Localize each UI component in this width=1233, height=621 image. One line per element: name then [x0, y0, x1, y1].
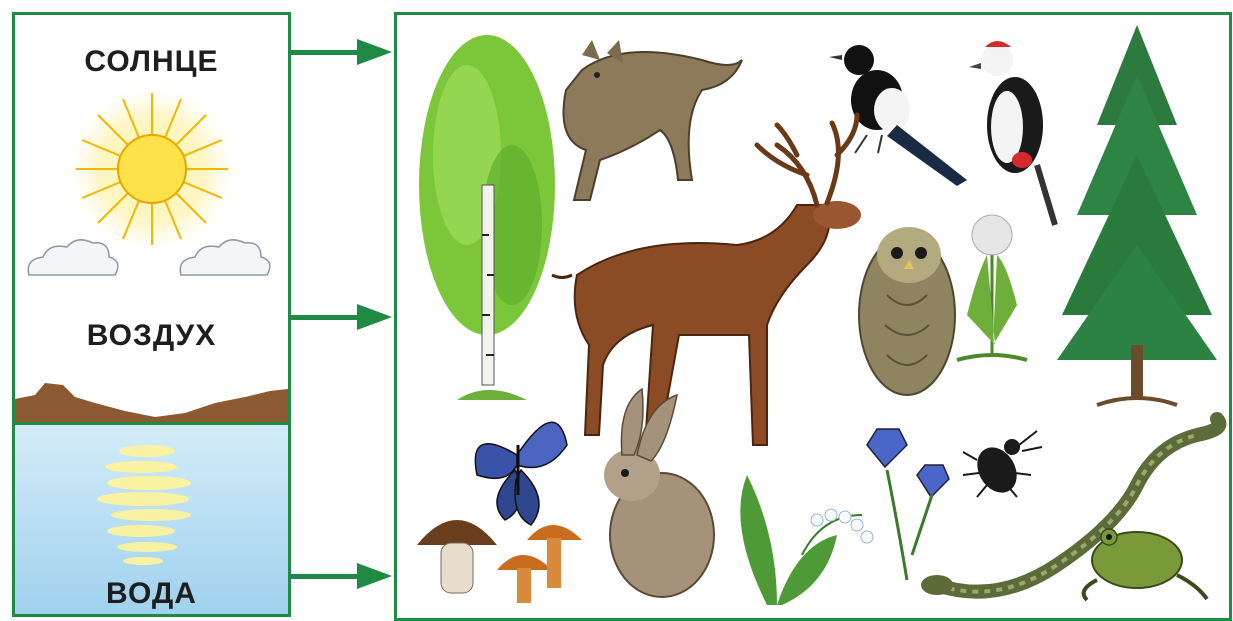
- sun-icon: [15, 83, 288, 283]
- water-label: ВОДА: [15, 577, 288, 611]
- dandelion-icon: [957, 215, 1027, 360]
- hare-icon: [604, 389, 714, 597]
- sun-label: СОЛНЦЕ: [15, 45, 288, 79]
- ground-strip: [15, 377, 288, 425]
- arrow-sun-to-nature: [291, 39, 392, 65]
- beetle-icon: [963, 431, 1042, 500]
- birch-tree-icon: [419, 35, 555, 400]
- spruce-tree-icon: [1057, 25, 1217, 405]
- butterfly-icon: [475, 422, 567, 525]
- lily-of-the-valley-icon: [740, 475, 873, 605]
- frog-icon: [1084, 529, 1207, 600]
- organisms-illustration: [397, 15, 1229, 618]
- abiotic-factors-panel: СОЛНЦЕ ВОЗДУХ: [12, 12, 291, 617]
- air-label: ВОЗДУХ: [15, 319, 288, 353]
- mushroom-icon: [417, 520, 582, 603]
- living-nature-panel: [394, 12, 1232, 621]
- woodpecker-icon: [969, 41, 1055, 225]
- wolf-icon: [564, 40, 743, 200]
- bluebell-icon: [867, 429, 949, 580]
- arrows-group: [291, 30, 394, 610]
- sun-reflection: [85, 439, 215, 569]
- water-area: ВОДА: [15, 422, 288, 614]
- arrow-air-to-nature: [291, 304, 392, 330]
- arrow-water-to-nature: [291, 563, 392, 589]
- owl-icon: [859, 227, 955, 395]
- magpie-icon: [829, 45, 967, 186]
